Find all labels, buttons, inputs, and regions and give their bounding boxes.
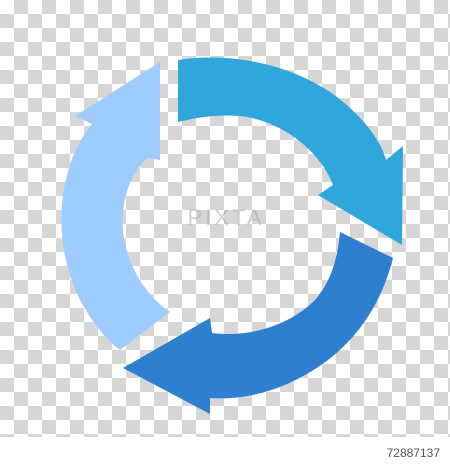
- arrow-left-segment: [61, 62, 170, 350]
- arrow-bottom-segment: [123, 232, 393, 414]
- footer-strip: 72887137: [0, 437, 450, 469]
- arrow-top-right-segment: [178, 57, 403, 245]
- image-id-text: 72887137: [386, 446, 440, 460]
